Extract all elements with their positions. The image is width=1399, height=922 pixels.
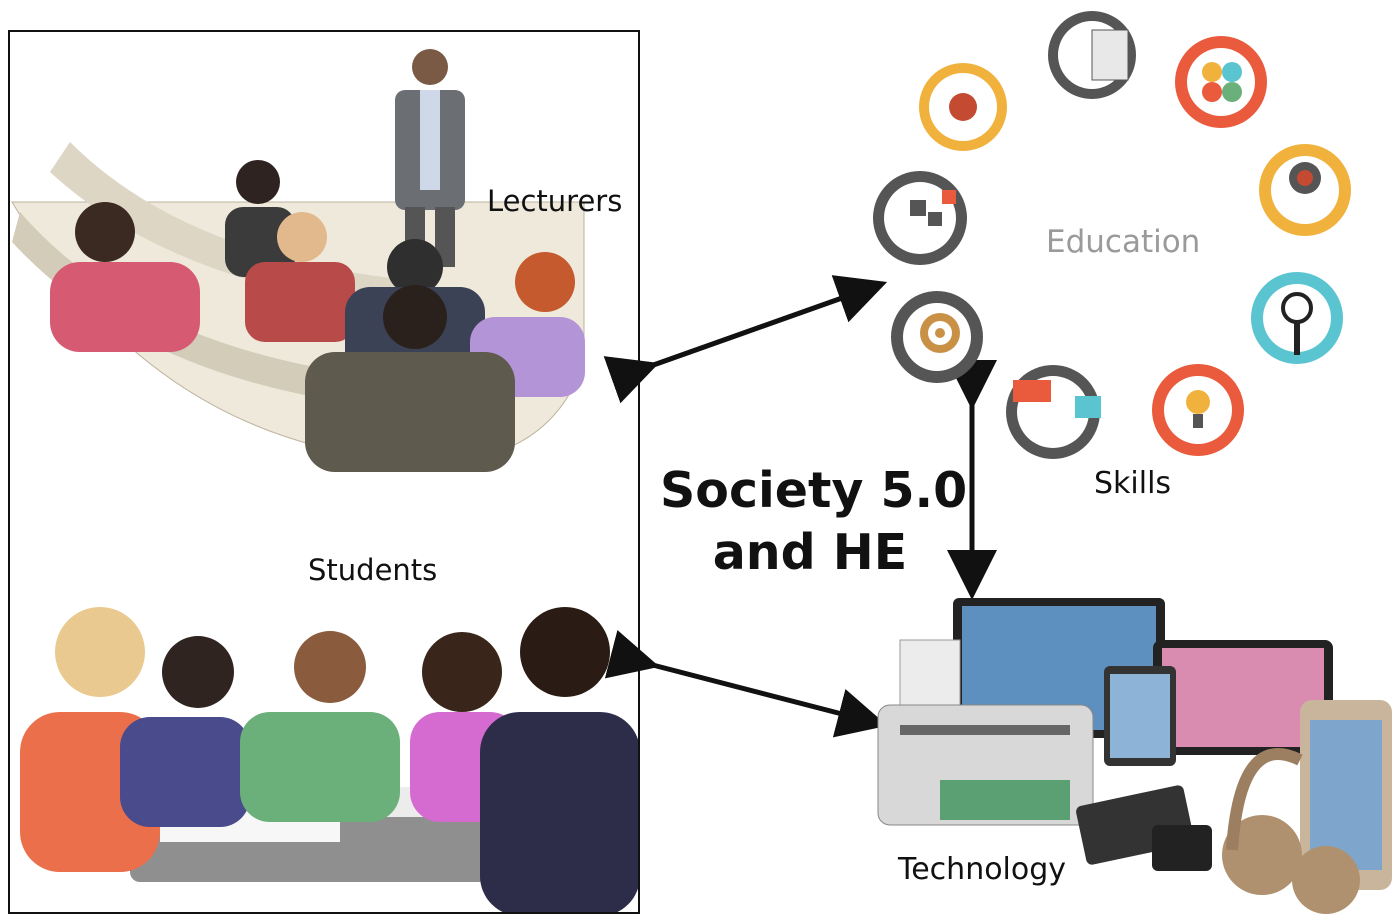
education-label: Education (1046, 224, 1201, 260)
people-panel: Lecturers Students (8, 30, 640, 914)
target-head-icon (1259, 144, 1351, 236)
lecture-hall-illustration (11, 49, 585, 472)
classroom-illustrations (10, 49, 638, 912)
technology-label: Technology (898, 852, 1067, 887)
colorful-brain-head-icon (1175, 36, 1267, 128)
technology-devices-illustration (877, 598, 1392, 914)
arrow-students-technology (604, 630, 888, 738)
lightbulb-head-icon (1152, 364, 1244, 456)
title-line-2: and HE (712, 524, 908, 581)
puzzle-head-icon (873, 171, 967, 265)
creative-head-icon (1006, 365, 1101, 459)
maze-head-icon (891, 291, 983, 383)
title-line-1: Society 5.0 (660, 462, 968, 519)
document-head-icon (1048, 11, 1136, 99)
skills-label: Skills (1094, 466, 1172, 501)
diagram-title: Society 5.0 and HE (660, 460, 968, 584)
students-illustration (10, 592, 638, 912)
magnifier-head-icon (1251, 272, 1343, 364)
gear-head-icon (919, 63, 1007, 151)
arrow-lecturers-education (603, 275, 888, 404)
lecturers-label: Lecturers (487, 184, 623, 218)
students-label: Students (308, 553, 438, 587)
